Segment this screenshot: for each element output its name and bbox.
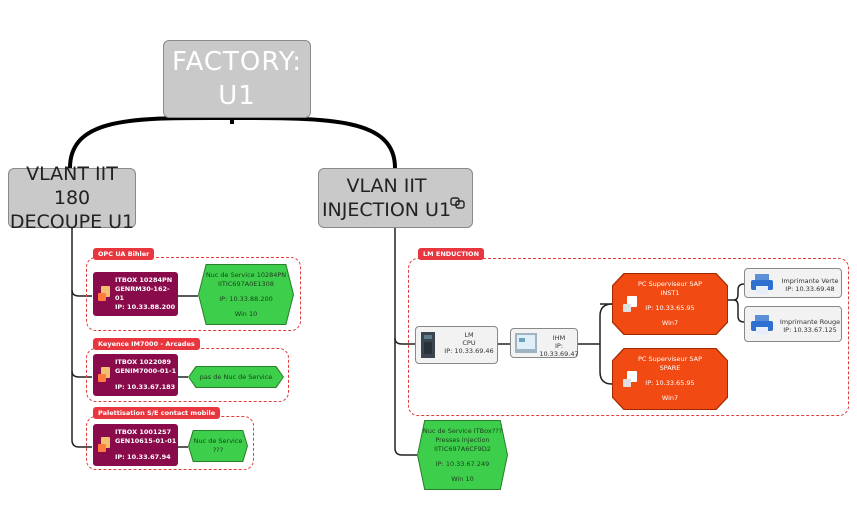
nuc-subtitle: ??? [212,446,224,454]
group-tag: OPC UA Bihler [93,248,155,260]
lm-cpu-subtitle: CPU [462,339,476,347]
factory-title: FACTORY: [172,47,302,77]
lm-cpu-ip: IP: 10.33.69.46 [444,347,494,355]
nuc-id: IITIC697A0E1308 [218,279,274,288]
itbox-id: GEN10615-01-01 [115,437,177,445]
computer-icon [98,367,110,382]
itbox-ip: IP: 10.33.67.94 [115,453,171,461]
ihm-title: IHM [552,334,566,342]
printer-icon [751,315,773,335]
printer-title: Imprimante Verte [781,277,839,285]
nuc-title: Nuc de Service 10284PN [205,270,287,279]
nuc-service-node: Nuc de Service 10284PN IITIC697A0E1308 I… [198,264,294,325]
vlan-injection-node: VLAN IIT INJECTION U1 [318,168,473,228]
printer-rouge-node: Imprimante Rouge IP: 10.33.67.125 [744,306,842,342]
pc-os: Win7 [661,394,679,402]
group-tag: Palettisation S/E contact mobile [93,407,221,419]
computer-icon [623,296,637,312]
computer-icon [98,437,110,452]
itbox-name: ITBOX 10012S7 [115,428,172,436]
vlan-decoupe-node: VLANT IIT 180 DECOUPE U1 [8,163,136,233]
hmi-screen-icon [515,333,537,353]
nuc-presses-node: Nuc de Service ITBox??? Presses injectio… [417,420,508,490]
nuc-title: Nuc de Service [193,437,243,445]
group-tag: Keyence IM7000 - Arcades [93,338,200,350]
pc-subtitle: INST1 [660,289,680,297]
pc-ip: IP: 10.33.65.95 [645,304,695,312]
nuc-ip: IP: 10.33.67.249 [435,459,490,468]
nuc-service-node: Nuc de Service ??? [188,430,248,462]
factory-subtitle: U1 [218,81,256,111]
nuc-subtitle: Presses injection [435,435,490,444]
vlan-decoupe-title: VLANT IIT 180 [26,163,118,209]
nuc-id: IITIC697A6CF9D2 [434,444,491,453]
computer-icon [623,371,637,387]
pc-title: PC Superviseur SAP [637,355,703,363]
pc-subtitle: SPARE [659,364,681,372]
nuc-title: Nuc de Service ITBox??? [422,426,503,435]
link-icon[interactable] [450,195,466,211]
nuc-os: Win 10 [234,309,258,318]
pc-ip: IP: 10.33.65.95 [645,379,695,387]
itbox-name: ITBOX 10284PN [115,276,173,284]
factory-node: FACTORY: U1 [163,40,311,118]
vlan-decoupe-subtitle: DECOUPE U1 [9,211,135,233]
nuc-ip: IP: 10.33.88.200 [219,294,273,303]
ihm-node: IHM IP: 10.33.69.47 [510,328,579,358]
pc-title: PC Superviseur SAP [637,280,703,288]
group-opc-ua-bihler [86,257,301,331]
nuc-service-node: pas de Nuc de Service [188,366,284,388]
computer-icon [98,286,110,301]
printer-icon [751,274,773,294]
vlan-injection-title: VLAN IIT [346,175,427,197]
pc-superviseur-spare-node: PC Superviseur SAP SPARE IP: 10.33.65.95… [612,348,728,410]
printer-verte-node: Imprimante Verte IP: 10.33.69.48 [744,268,842,298]
itbox-id: GENIM7000-01-1 [115,367,177,375]
group-tag: LM ENDUCTION [418,248,485,260]
group-lm-enduction [408,258,849,416]
plc-icon [421,332,435,358]
itbox-ip: IP: 10.33.67.183 [115,383,176,391]
nuc-os: Win 10 [451,474,474,483]
ihm-ip: IP: 10.33.69.47 [539,342,579,358]
itbox-ip: IP: 10.33.88.200 [115,303,176,311]
itbox-id: GENRM30-162-01 [115,285,170,302]
pc-os: Win7 [661,319,679,327]
itbox-name: ITBOX 1022089 [115,358,172,366]
vlan-injection-subtitle: INJECTION U1 [321,199,452,221]
printer-ip: IP: 10.33.67.125 [783,326,837,334]
printer-ip: IP: 10.33.69.48 [785,285,835,293]
pc-superviseur-inst1-node: PC Superviseur SAP INST1 IP: 10.33.65.95… [612,273,728,335]
lm-cpu-node: LM CPU IP: 10.33.69.46 [415,326,498,364]
nuc-title: pas de Nuc de Service [199,372,273,381]
lm-cpu-title: LM [464,331,474,339]
printer-title: Imprimante Rouge [779,318,841,326]
